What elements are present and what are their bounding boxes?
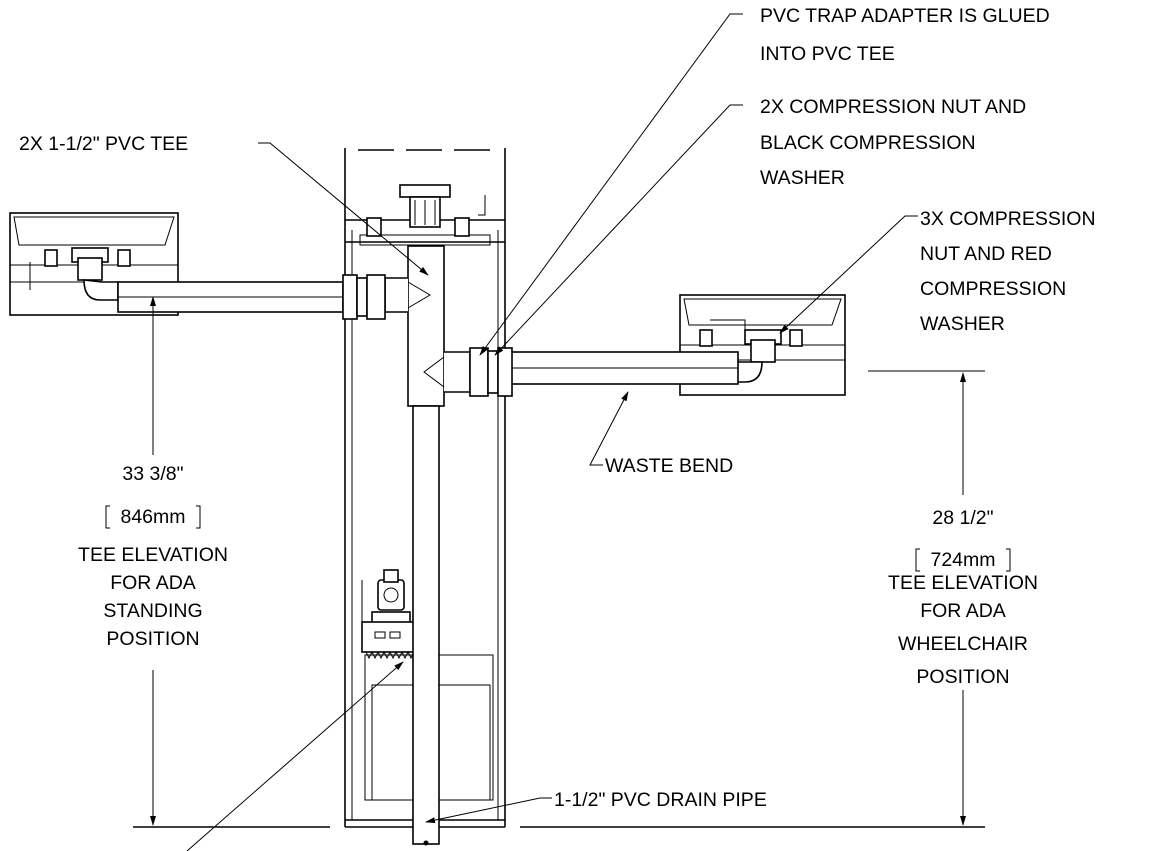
valve-assembly <box>361 569 419 660</box>
drain-pipe <box>384 245 471 846</box>
wheelchair-note-line1: TEE ELEVATION <box>888 572 1038 594</box>
standing-dimension-inches: 33 3/8" <box>122 463 183 485</box>
right-fountain <box>469 294 846 397</box>
wheelchair-dimension-inches: 28 1/2" <box>932 507 993 529</box>
wheelchair-note-line4: POSITION <box>916 666 1009 688</box>
dimension-lines <box>150 296 985 826</box>
black-nut-callout-line2: BLACK COMPRESSION <box>760 132 976 154</box>
black-nut-callout-line1: 2X COMPRESSION NUT AND <box>760 96 1026 118</box>
trap-adapter-callout-line1: PVC TRAP ADAPTER IS GLUED <box>760 5 1050 27</box>
drain-pipe-callout: 1-1/2" PVC DRAIN PIPE <box>554 789 767 811</box>
trap-adapter-callout-line2: INTO PVC TEE <box>760 43 895 65</box>
central-cabinet <box>344 148 506 828</box>
standing-dimension-mm: 846mm <box>120 506 185 528</box>
standing-dimension: 33 3/8" 846mm TEE ELEVATION FOR ADA STAN… <box>78 463 228 650</box>
waste-bend-callout: WASTE BEND <box>605 455 733 477</box>
standing-note-line1: TEE ELEVATION <box>78 544 228 566</box>
leader-lines <box>186 13 918 851</box>
left-fountain <box>9 212 386 320</box>
wheelchair-note-line2: FOR ADA <box>920 600 1006 622</box>
red-nut-callout-line4: WASHER <box>920 313 1005 335</box>
red-nut-callout-line3: COMPRESSION <box>920 278 1066 300</box>
wheelchair-note-line3: WHEELCHAIR <box>898 633 1028 655</box>
red-nut-callout-line1: 3X COMPRESSION <box>920 208 1096 230</box>
red-nut-callout-line2: NUT AND RED <box>920 243 1052 265</box>
black-nut-callout-line3: WASHER <box>760 167 845 189</box>
standing-note-line3: STANDING <box>103 600 202 622</box>
wheelchair-dimension: 28 1/2" 724mm TEE ELEVATION FOR ADA WHEE… <box>888 507 1038 688</box>
pvc-tee-callout: 2X 1-1/2" PVC TEE <box>19 133 188 155</box>
wheelchair-dimension-mm: 724mm <box>930 549 995 571</box>
standing-note-line4: POSITION <box>106 628 199 650</box>
standing-note-line2: FOR ADA <box>110 572 196 594</box>
